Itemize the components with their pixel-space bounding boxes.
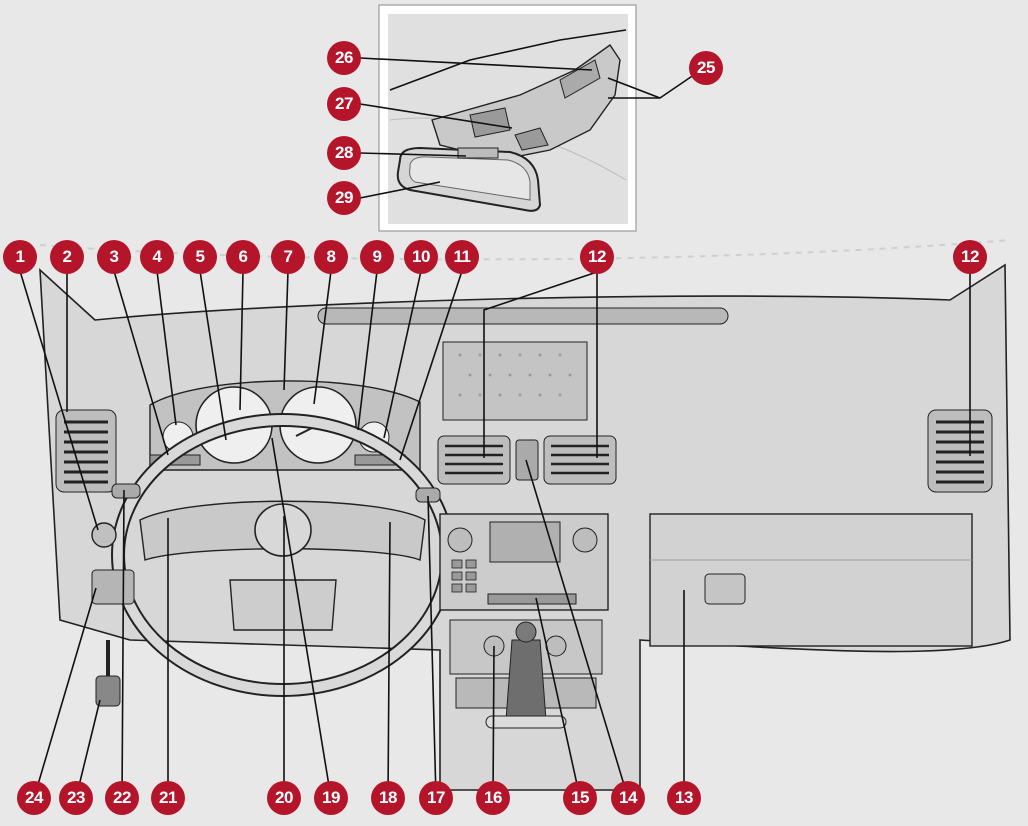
callout-6: 6 bbox=[226, 240, 260, 274]
overhead-console-inset bbox=[378, 4, 637, 232]
callout-29: 29 bbox=[327, 181, 361, 215]
callout-24: 24 bbox=[17, 781, 51, 815]
callout-16: 16 bbox=[476, 781, 510, 815]
callout-28: 28 bbox=[327, 136, 361, 170]
dashboard-body bbox=[39, 239, 1011, 791]
callout-14: 14 bbox=[611, 781, 645, 815]
callout-2: 2 bbox=[50, 240, 84, 274]
callout-25: 25 bbox=[689, 51, 723, 85]
callout-3: 3 bbox=[97, 240, 131, 274]
callout-20: 20 bbox=[267, 781, 301, 815]
callout-23: 23 bbox=[59, 781, 93, 815]
callout-1: 1 bbox=[3, 240, 37, 274]
callout-10: 10 bbox=[404, 240, 438, 274]
callout-12-center: 12 bbox=[580, 240, 614, 274]
callout-7: 7 bbox=[271, 240, 305, 274]
callout-21: 21 bbox=[151, 781, 185, 815]
callout-17: 17 bbox=[419, 781, 453, 815]
callout-27: 27 bbox=[327, 87, 361, 121]
callout-15: 15 bbox=[563, 781, 597, 815]
callout-12-right: 12 bbox=[953, 240, 987, 274]
callout-11: 11 bbox=[445, 240, 479, 274]
callout-26: 26 bbox=[327, 41, 361, 75]
callout-18: 18 bbox=[371, 781, 405, 815]
callout-19: 19 bbox=[314, 781, 348, 815]
callout-5: 5 bbox=[183, 240, 217, 274]
callout-9: 9 bbox=[360, 240, 394, 274]
callout-8: 8 bbox=[314, 240, 348, 274]
callout-22: 22 bbox=[105, 781, 139, 815]
callout-13: 13 bbox=[667, 781, 701, 815]
leader-lines bbox=[19, 57, 971, 799]
callout-4: 4 bbox=[140, 240, 174, 274]
